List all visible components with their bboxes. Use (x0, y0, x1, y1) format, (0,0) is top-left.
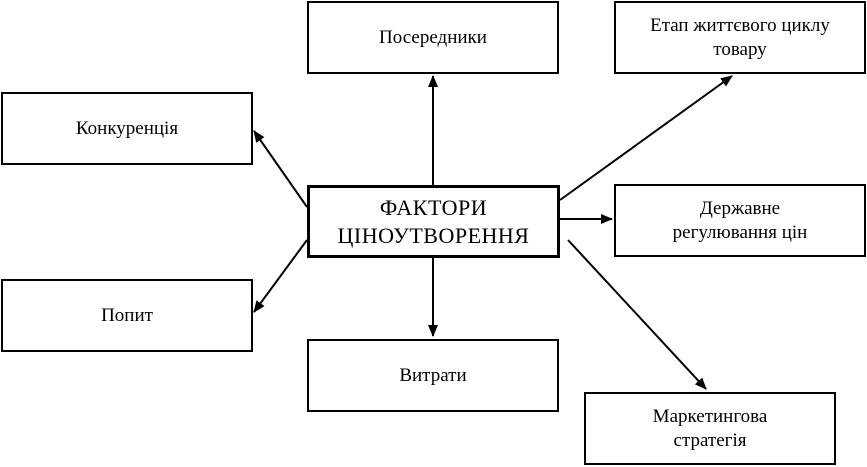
arrow-to-demand (253, 239, 308, 313)
center-title-line1: ФАКТОРИ (379, 195, 488, 220)
costs-box: Витрати (307, 339, 559, 412)
pricing-factors-center-box: ФАКТОРИ ЦІНОУТВОРЕННЯ (307, 185, 560, 258)
demand-label: Попит (101, 304, 153, 326)
arrow-to-competition (253, 130, 308, 208)
marketing-label-line1: Маркетингова (652, 405, 768, 427)
arrow-to-marketing (567, 239, 707, 390)
lifecycle-label-line1: Етап життєвого циклу (650, 14, 830, 36)
marketing-label-line2: стратегія (673, 429, 747, 451)
lifecycle-label-line2: товару (713, 38, 767, 60)
costs-label: Витрати (399, 364, 467, 386)
regulation-label-line1: Державне (699, 197, 781, 219)
intermediaries-label: Посередники (379, 26, 487, 48)
marketing-strategy-box: Маркетингова стратегія (584, 392, 836, 465)
demand-box: Попит (1, 279, 253, 352)
regulation-label-line2: регулювання цін (672, 221, 808, 243)
competition-label: Конкуренція (75, 117, 179, 139)
state-regulation-box: Державне регулювання цін (614, 184, 866, 257)
competition-box: Конкуренція (1, 92, 253, 165)
arrow-to-lifecycle (559, 75, 733, 201)
center-title-line2: ЦІНОУТВОРЕННЯ (337, 222, 530, 248)
lifecycle-stage-box: Етап життєвого циклу товару (614, 1, 866, 74)
intermediaries-box: Посередники (307, 1, 559, 74)
